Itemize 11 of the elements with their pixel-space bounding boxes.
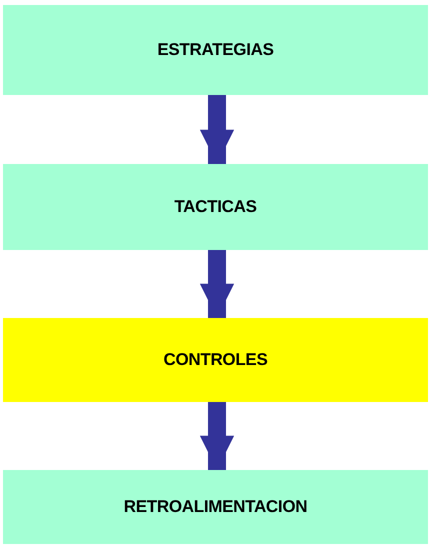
step-label: TACTICAS xyxy=(174,197,257,217)
arrow xyxy=(200,402,234,470)
arrow xyxy=(200,250,234,318)
process-box xyxy=(3,318,428,402)
arrow xyxy=(200,95,234,164)
process-box xyxy=(3,5,428,95)
step-label: RETROALIMENTACION xyxy=(124,497,308,517)
step-label: ESTRATEGIAS xyxy=(157,40,274,60)
step-label: CONTROLES xyxy=(163,350,268,370)
process-box xyxy=(3,164,428,250)
process-box xyxy=(3,470,428,544)
